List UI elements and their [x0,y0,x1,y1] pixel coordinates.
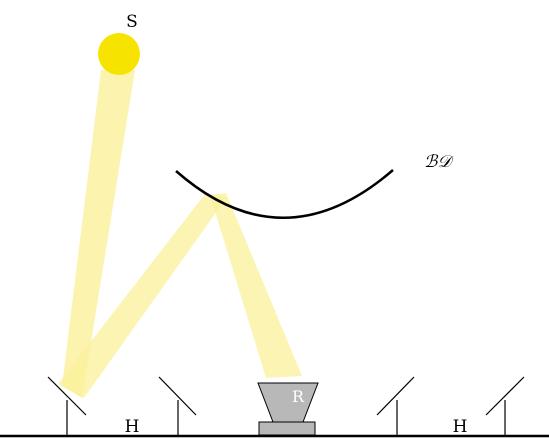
heliostat-to-mirror-beam [58,194,227,398]
heliostat [376,376,415,436]
mirror-to-receiver-beam [210,193,302,378]
beam-down-mirror [175,169,394,219]
light-beams [58,70,302,398]
beam-down-mirror-label: ℬ𝒟 [424,152,454,172]
heliostat [158,376,197,436]
receiver-label: R [292,387,305,406]
receiver [257,382,319,436]
heliostat-label-left: H [125,417,140,437]
sun-to-heliostat-beam [62,70,135,398]
sun-label: S [126,12,138,32]
heliostat [47,376,87,436]
heliostat-label-right: H [453,417,468,437]
heliostat [485,376,525,436]
sun [98,33,140,75]
